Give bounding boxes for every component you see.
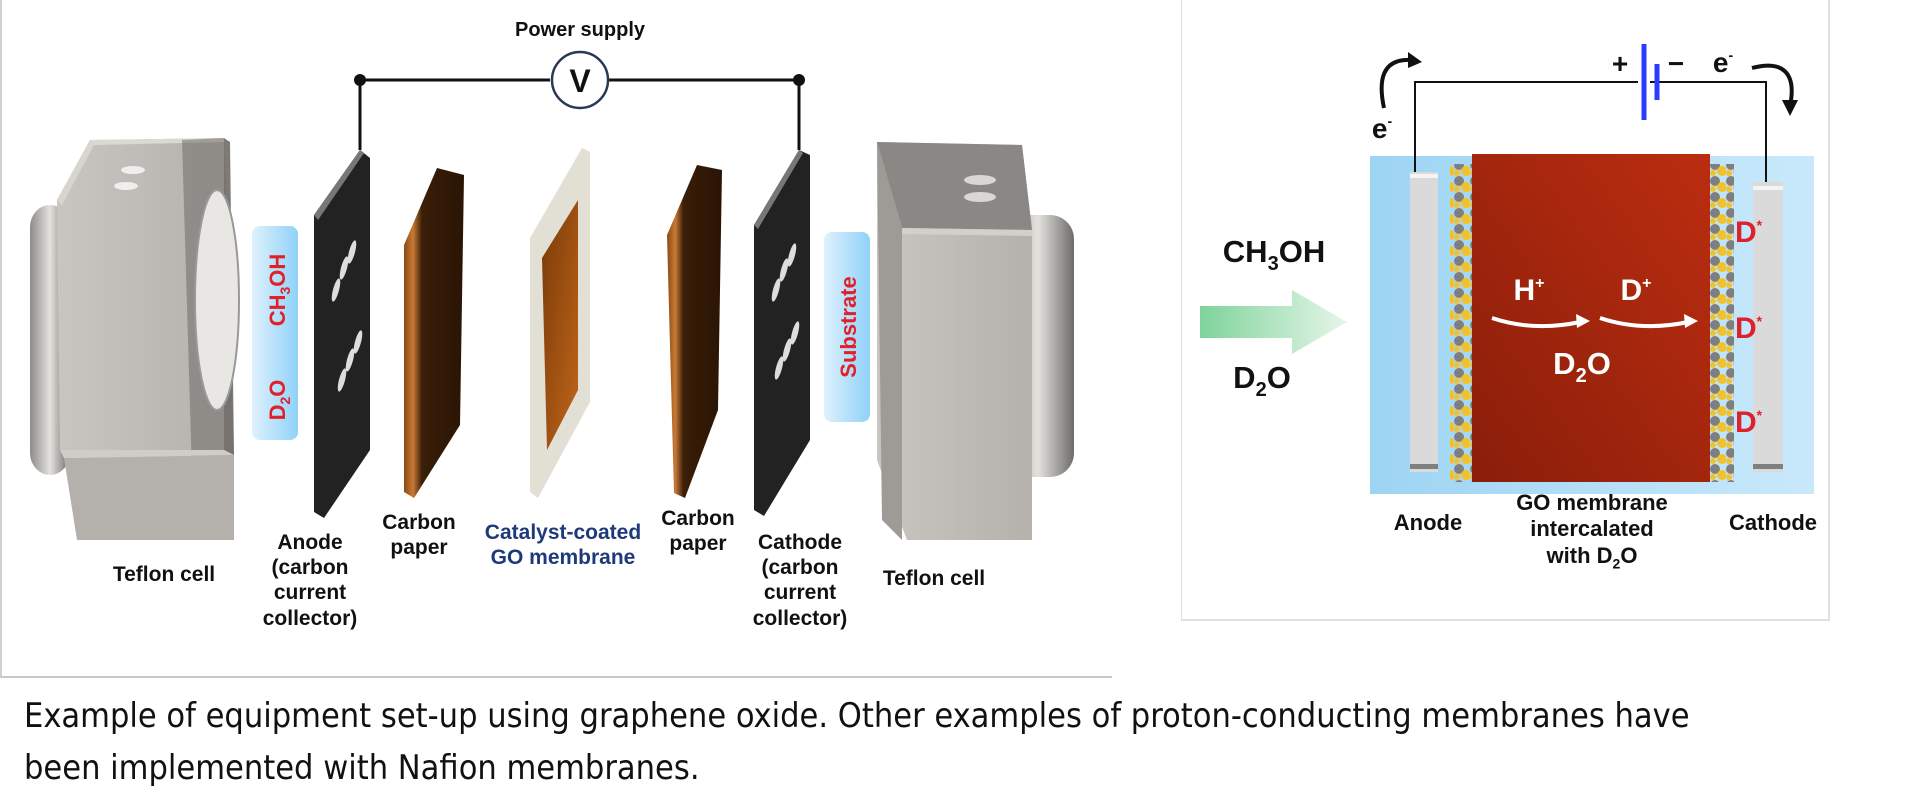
label-carbon-paper-line: Carbon (661, 507, 735, 530)
label-anode-line: current (273, 581, 347, 605)
input-d2o: D2O (1233, 360, 1291, 401)
electrode-cap (1753, 186, 1783, 190)
electron-flow-arrow-right-icon (1751, 63, 1794, 107)
label-membrane-line: GO membrane (490, 546, 636, 570)
electron-label-left: e- (1372, 113, 1393, 144)
label-membrane-line: with D2O (1546, 542, 1638, 572)
label-carbon-paper-line: paper (390, 536, 448, 560)
anode-plate-icon (314, 150, 370, 518)
tag-ch3oh: CH3OH (265, 254, 293, 327)
battery-plus: + (1612, 48, 1628, 79)
battery-minus: − (1668, 48, 1684, 79)
label-membrane-line: Catalyst-coated (484, 521, 642, 544)
catalyst-layer-left (1450, 164, 1474, 482)
caption-line-2: been implemented with Nafion membranes. (24, 748, 700, 788)
teflon-cell-left-icon (30, 138, 240, 540)
label-anode-line: (carbon (271, 556, 349, 580)
label-carbon-paper-line: Carbon (382, 511, 456, 534)
label-carbon-paper-left: Carbon paper (364, 510, 474, 560)
power-supply-label: Power supply (515, 19, 646, 41)
label-cathode-line: (carbon (761, 556, 839, 580)
feed-arrow-icon (1200, 290, 1347, 354)
label-cathode-right: Cathode (1729, 510, 1817, 535)
label-membrane-line: intercalated (1530, 516, 1654, 542)
label-anode-right: Anode (1393, 510, 1463, 535)
junction-dot-left (354, 74, 366, 86)
cathode-plate-icon (754, 150, 810, 516)
junction-dot-right (793, 74, 805, 86)
label-membrane-right: GO membrane intercalated with D2O (1492, 490, 1692, 572)
label-anode: Anode (carbon current collector) (240, 530, 380, 631)
input-ch3oh: CH3OH (1223, 234, 1325, 275)
label-catalyst-membrane: Catalyst-coated GO membrane (468, 520, 658, 570)
label-cathode-line: current (763, 581, 837, 605)
label-cathode-line: Cathode (758, 531, 842, 554)
electrode-cap (1410, 174, 1438, 178)
arrowhead-icon (1684, 314, 1698, 328)
substrate-tag (824, 232, 870, 422)
catalyst-layer-right (1710, 164, 1734, 482)
label-anode-line: Anode (277, 531, 343, 554)
label-teflon-cell-right: Teflon cell (882, 567, 986, 590)
electrolysis-schematic: CH3OH D2O + − e- e- H+ D+ (1181, 0, 1830, 621)
circuit-wire-left (1414, 81, 1638, 172)
cathode-electrode (1753, 182, 1783, 472)
proton-flow-arrow-icon (1491, 316, 1581, 329)
label-cathode: Cathode (carbon current collector) (730, 530, 870, 631)
label-membrane-line: GO membrane (1516, 490, 1668, 515)
deuteron-flow-arrow-icon (1599, 316, 1689, 329)
tag-substrate: Substrate (836, 276, 861, 377)
label-teflon-cell-left: Teflon cell (112, 563, 216, 586)
electron-label-right: e- (1713, 47, 1734, 78)
membrane-d2o: D2O (1553, 346, 1611, 387)
go-membrane-block (1472, 154, 1710, 482)
label-carbon-paper-line: paper (669, 532, 727, 556)
circuit-wire-right (1650, 81, 1767, 182)
electrolysis-svg: CH3OH D2O + − e- e- H+ D+ (1200, 44, 1814, 494)
anode-electrode (1410, 172, 1438, 472)
exploded-cell-svg: Power supply V CH3OH D2O (30, 19, 1074, 540)
arrowhead-icon (1576, 314, 1590, 328)
electrode-foot (1753, 464, 1783, 469)
go-membrane-icon (530, 148, 590, 498)
arrowhead-icon (1782, 100, 1798, 116)
figure-caption: Example of equipment set-up using graphe… (24, 690, 1904, 794)
voltmeter-symbol: V (569, 63, 591, 99)
caption-line-1: Example of equipment set-up using graphe… (24, 696, 1690, 736)
electron-flow-arrow-left-icon (1379, 57, 1413, 109)
feed-tag-left (252, 226, 298, 440)
label-anode-line: collector) (262, 606, 358, 630)
arrowhead-icon (1408, 52, 1422, 68)
voltmeter-icon (550, 50, 610, 110)
carbon-paper-left-icon (404, 168, 464, 498)
carbon-paper-right-icon (667, 165, 722, 498)
electrode-foot (1410, 464, 1438, 469)
exploded-cell-diagram: Power supply V CH3OH D2O (0, 0, 1112, 678)
label-carbon-paper-right: Carbon paper (648, 506, 748, 556)
label-cathode-line: collector) (752, 606, 848, 630)
teflon-cell-right-icon (877, 142, 1074, 540)
